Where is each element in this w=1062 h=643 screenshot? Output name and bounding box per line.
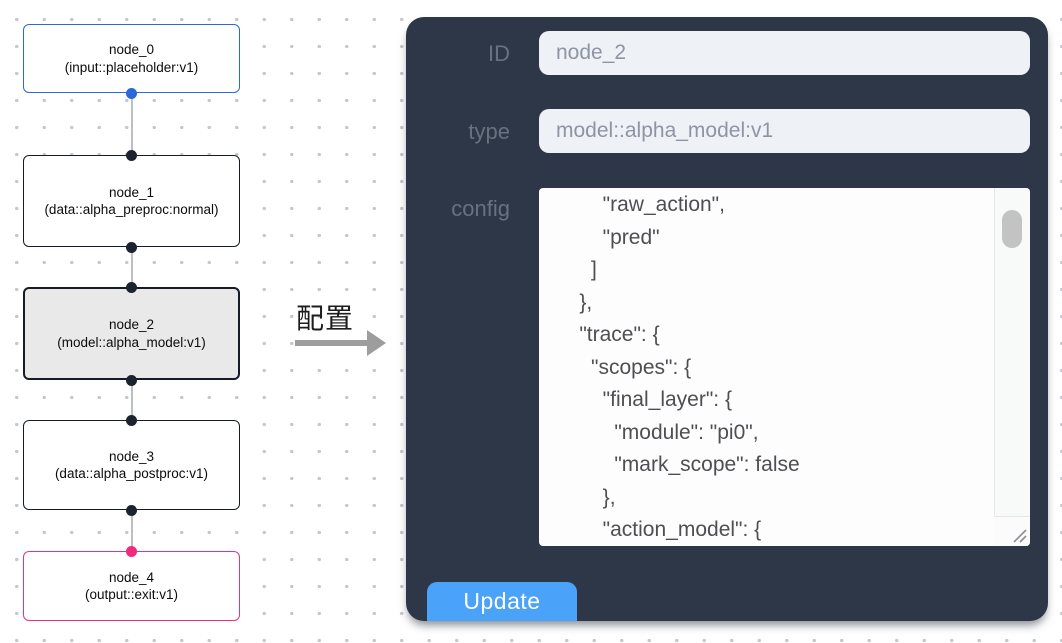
node-subtitle: (data::alpha_postproc:v1) (54, 466, 209, 481)
port-in-node_4[interactable] (126, 545, 137, 557)
config-field-label: config (451, 196, 510, 221)
node-properties-panel: ID type config "raw_action", "pred" ] },… (406, 17, 1048, 621)
config-json-text: "raw_action", "pred" ] }, "trace": { "sc… (579, 193, 800, 541)
port-in-node_3[interactable] (126, 414, 137, 426)
port-in-node_1[interactable] (126, 149, 137, 161)
node-node_3[interactable]: node_3 (data::alpha_postproc:v1) (23, 420, 240, 510)
node-node_4[interactable]: node_4 (output::exit:v1) (23, 551, 240, 621)
edge-node3-node4 (130, 510, 133, 551)
node-node_2-selected[interactable]: node_2 (model::alpha_model:v1) (23, 287, 240, 380)
node-node_0[interactable]: node_0 (input::placeholder:v1) (23, 24, 240, 93)
type-field-label: type (468, 119, 510, 144)
configure-arrow-label: 配置 (296, 303, 355, 334)
id-field-label: ID (488, 41, 510, 66)
scrollbar-thumb[interactable] (1002, 210, 1022, 248)
resize-grip-icon[interactable] (1010, 526, 1027, 543)
node-subtitle: (output::exit:v1) (84, 587, 179, 602)
right-arrow-icon (295, 340, 369, 346)
port-in-node_2[interactable] (126, 281, 137, 293)
port-out-node_1[interactable] (126, 241, 137, 253)
port-out-node_2[interactable] (126, 374, 137, 386)
update-button[interactable]: Update (427, 582, 577, 621)
node-subtitle: (data::alpha_preproc:normal) (44, 202, 219, 217)
scrollbar-track[interactable] (994, 188, 1030, 546)
node-node_1[interactable]: node_1 (data::alpha_preproc:normal) (23, 155, 240, 247)
right-arrow-head-icon (367, 330, 386, 356)
node-title: node_4 (108, 569, 155, 585)
node-title: node_2 (108, 317, 155, 332)
config-textarea[interactable]: "raw_action", "pred" ] }, "trace": { "sc… (539, 188, 1030, 546)
port-out-node_0[interactable] (126, 87, 137, 99)
edge-node1-node2 (130, 247, 133, 287)
node-title: node_0 (108, 42, 155, 57)
id-input[interactable] (539, 31, 1030, 75)
port-out-node_3[interactable] (126, 504, 137, 516)
edge-node2-node3 (130, 380, 133, 420)
node-subtitle: (input::placeholder:v1) (64, 59, 199, 75)
edge-node0-node1 (130, 93, 133, 155)
node-title: node_1 (108, 184, 155, 200)
type-input[interactable] (539, 109, 1030, 153)
node-title: node_3 (108, 448, 155, 464)
node-subtitle: (model::alpha_model:v1) (57, 334, 206, 350)
